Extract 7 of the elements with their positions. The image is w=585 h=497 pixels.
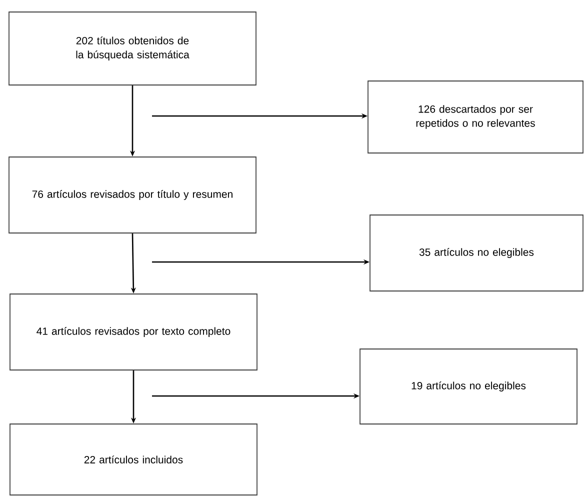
process-box: 76 artículos revisados por título y resumen — [8, 156, 256, 234]
process-box: 41 artículos revisados por texto completo — [10, 294, 258, 370]
process-box: 202 títulos obtenidos de la búsqueda sistemática — [8, 12, 256, 86]
process-box: 126 descartados por ser repetidos o no relevantes — [368, 80, 584, 154]
process-box: 19 artículos no elegibles — [360, 348, 578, 424]
process-box: 22 artículos incluidos — [10, 424, 258, 496]
process-box: 35 artículos no elegibles — [370, 214, 584, 292]
